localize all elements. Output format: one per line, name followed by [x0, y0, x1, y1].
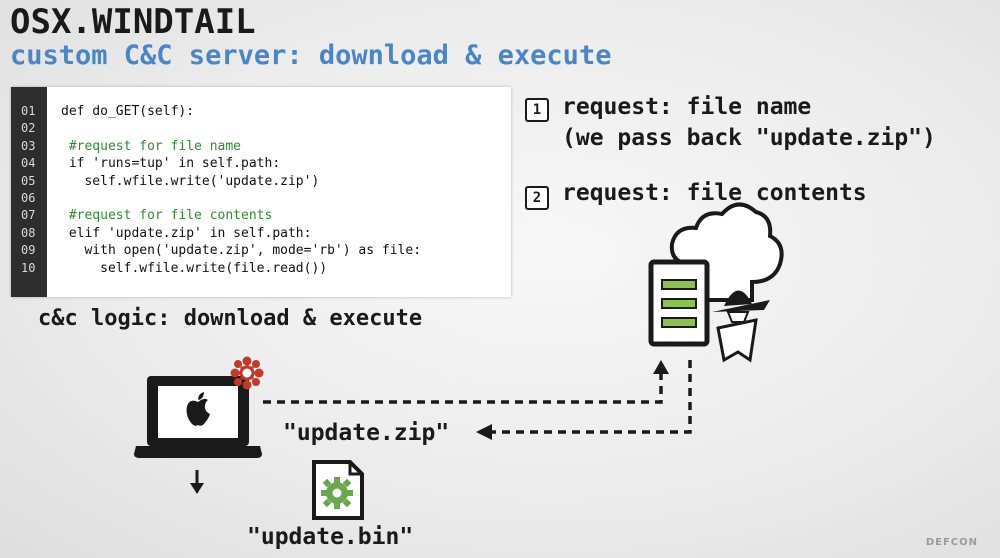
line-number: 06	[21, 191, 36, 205]
step-2-badge: 2	[525, 186, 549, 210]
response-arrow	[476, 360, 692, 440]
line-number: 04	[21, 156, 36, 171]
defcon-logo: DEFCON	[925, 537, 978, 548]
code-text: with open('update.zip', mode='rb') as fi…	[61, 243, 422, 259]
line-number: 09	[21, 243, 36, 258]
code-caption: c&c logic: download & execute	[38, 306, 423, 331]
code-comment: #request for file contents	[61, 208, 273, 224]
virus-icon	[230, 356, 264, 390]
code-text: if 'runs=tup' in self.path:	[61, 156, 281, 172]
code-text: elif 'update.zip' in self.path:	[61, 225, 312, 241]
code-text: def do_GET(self):	[61, 104, 195, 119]
code-line: 08 elif 'update.zip' in self.path:	[11, 225, 511, 242]
line-number: 07	[21, 208, 36, 223]
step-1-badge: 1	[525, 98, 549, 122]
slide-subtitle: custom C&C server: download & execute	[10, 40, 612, 71]
code-listing: 01 def do_GET(self): 02 03 #request for fil…	[11, 87, 511, 297]
code-line: 03 #request for file name	[11, 138, 511, 155]
slide-title: OSX.WINDTAIL	[10, 2, 256, 42]
code-line: 05 self.wfile.write('update.zip')	[11, 173, 511, 190]
line-number: 03	[21, 138, 36, 153]
server-icon	[648, 259, 710, 347]
code-text: self.wfile.write('update.zip')	[61, 173, 320, 189]
gear-file-icon	[312, 460, 364, 520]
apple-logo-icon	[186, 392, 210, 426]
code-line: 10 self.wfile.write(file.read())	[11, 260, 511, 277]
code-line: 04 if 'runs=tup' in self.path:	[11, 155, 511, 172]
update-bin-label: "update.bin"	[247, 524, 414, 550]
code-line: 06	[11, 190, 511, 207]
request-arrow	[263, 360, 669, 404]
step-2-text: request: file contents	[562, 180, 867, 206]
code-line: 02	[11, 120, 511, 137]
line-number: 02	[21, 121, 36, 136]
code-line: 09 with open('update.zip', mode='rb') as…	[11, 242, 511, 259]
down-arrow-icon	[190, 470, 204, 494]
code-line: 07 #request for file contents	[11, 207, 511, 224]
line-number: 08	[21, 225, 36, 240]
step-1-text: request: file name (we pass back "update…	[562, 94, 936, 151]
apple-laptop-icon	[134, 376, 262, 458]
line-number: 01	[21, 104, 36, 118]
code-comment: #request for file name	[61, 138, 242, 154]
update-zip-label: "update.zip"	[283, 420, 450, 446]
line-number-gutter	[11, 87, 47, 297]
line-number: 05	[21, 173, 36, 188]
spy-icon	[712, 290, 770, 363]
code-text: self.wfile.write(file.read())	[61, 260, 328, 276]
line-number: 10	[21, 260, 36, 275]
code-line: 01 def do_GET(self):	[11, 103, 511, 120]
